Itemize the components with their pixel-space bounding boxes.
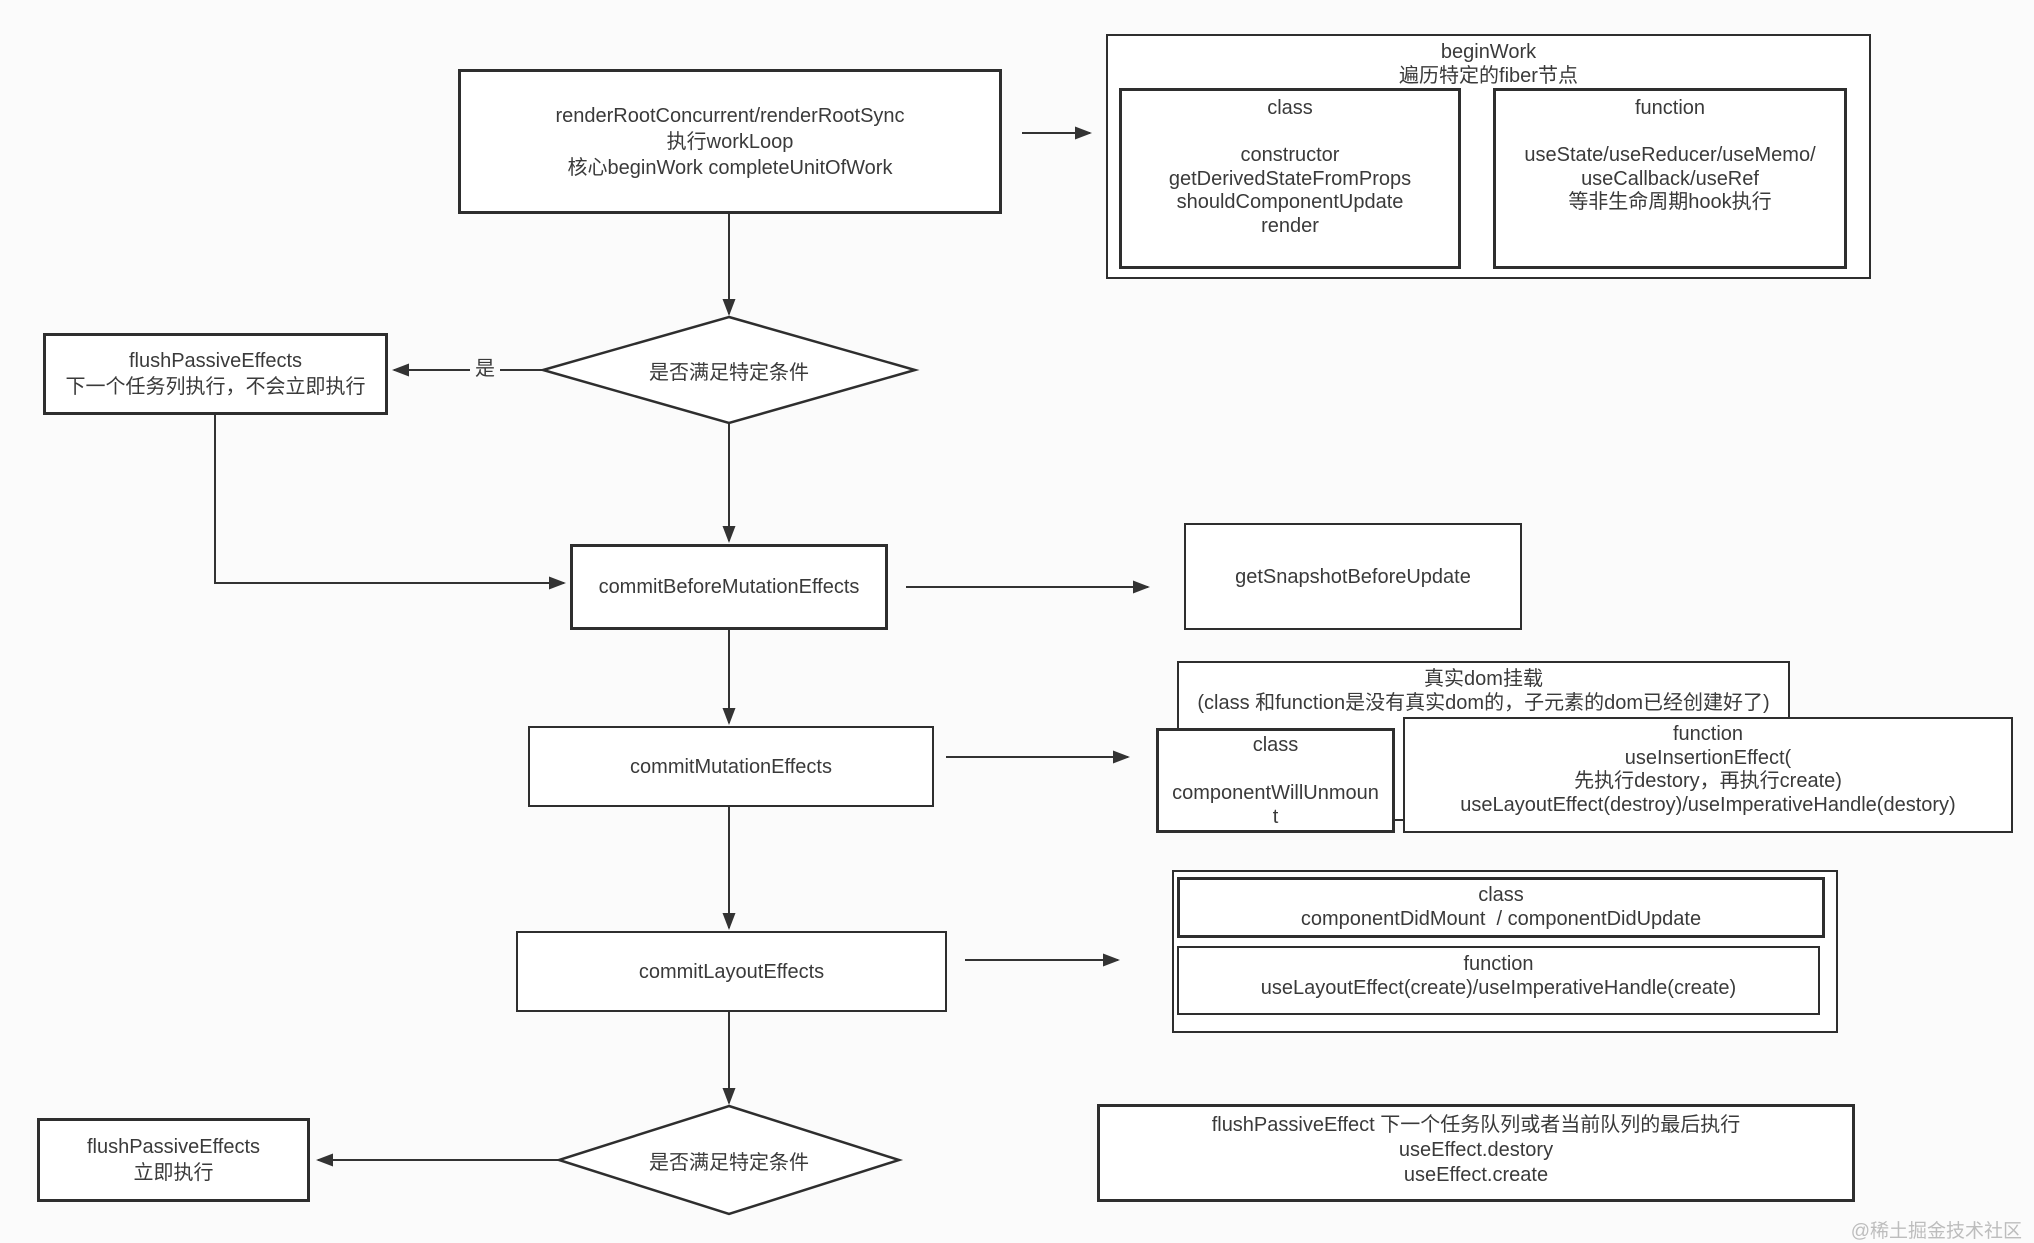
edge-label-yes: 是 xyxy=(470,358,500,380)
arrow-flushpassive-to-commitbefore xyxy=(214,415,566,590)
watermark: @稀土掘金技术社区 xyxy=(1850,1221,2022,1242)
node-flush-passive-deferred: flushPassiveEffects 下一个任务列执行，不会立即执行 xyxy=(43,333,388,415)
node-commit-mutation: commitMutationEffects xyxy=(528,726,934,807)
node-get-snapshot: getSnapshotBeforeUpdate xyxy=(1184,523,1522,630)
decision-2-label: 是否满足特定条件 xyxy=(649,1151,809,1174)
node-render-root: renderRootConcurrent/renderRootSync 执行wo… xyxy=(458,69,1002,214)
node-mutation-function: function useInsertionEffect( 先执行destory，… xyxy=(1403,717,2013,833)
decision-1-label: 是否满足特定条件 xyxy=(649,361,809,384)
decision-diamond-2 xyxy=(554,1104,904,1216)
node-flush-passive-immediate: flushPassiveEffects 立即执行 xyxy=(37,1118,310,1202)
node-mutation-class: class componentWillUnmoun t xyxy=(1156,728,1395,833)
node-beginwork-function: function useState/useReducer/useMemo/ us… xyxy=(1493,88,1847,269)
node-flush-passive-detail: flushPassiveEffect 下一个任务队列或者当前队列的最后执行 us… xyxy=(1097,1104,1855,1202)
node-layout-class: class componentDidMount / componentDidUp… xyxy=(1177,877,1825,938)
node-beginwork-class: class constructor getDerivedStateFromPro… xyxy=(1119,88,1461,269)
node-commit-layout: commitLayoutEffects xyxy=(516,931,947,1012)
node-layout-function: function useLayoutEffect(create)/useImpe… xyxy=(1177,946,1820,1015)
decision-diamond-1 xyxy=(538,315,920,425)
node-commit-before-mutation: commitBeforeMutationEffects xyxy=(570,544,888,630)
begin-work-title: beginWork 遍历特定的fiber节点 xyxy=(1399,41,1578,87)
